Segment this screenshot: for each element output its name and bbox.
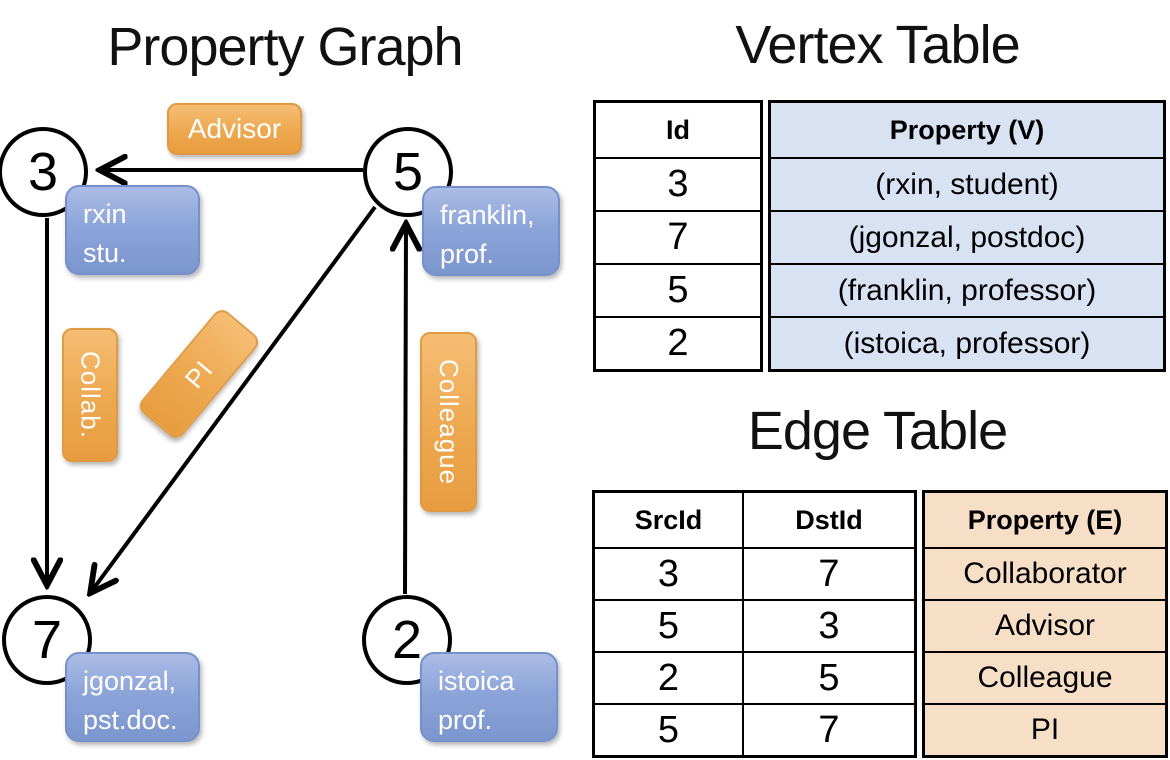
edge-table-property-header: Property (E)	[925, 493, 1165, 547]
edge-table-dstid-column: DstId 7 3 5 7	[744, 493, 914, 755]
vertex-property-line1: franklin,	[440, 200, 535, 230]
vertex-table-id-cell: 7	[596, 210, 760, 263]
vertex-table-id-cell: 5	[596, 263, 760, 316]
edge-pi-5-to-7	[91, 205, 377, 592]
vertex-node-5: 5	[363, 127, 453, 217]
vertex-table-id-cell: 3	[596, 157, 760, 210]
vertex-id-label: 2	[391, 610, 423, 670]
graph-edges	[0, 0, 585, 760]
property-graph-title: Property Graph	[107, 17, 463, 77]
edge-table-dstid-cell: 3	[744, 599, 914, 651]
edge-table-srcid-column: SrcId 3 5 2 5	[595, 493, 742, 755]
vertex-property-line2: stu.	[83, 238, 127, 269]
vertex-id-label: 3	[27, 142, 59, 202]
vertex-id-label: 5	[392, 142, 424, 202]
edge-label-text: PI	[178, 353, 219, 394]
edge-table-column-divider	[742, 493, 744, 755]
edge-table-property-cell: Advisor	[925, 599, 1165, 651]
vertex-property-line1: istoica	[438, 666, 515, 696]
vertex-table-id-cell: 2	[596, 316, 760, 369]
vertex-table-property-cell: (franklin, professor)	[771, 263, 1163, 316]
edge-label-text: Advisor	[187, 113, 282, 144]
edge-label-text: Collab.	[75, 351, 106, 439]
vertex-property-jgonzal: jgonzal, pst.doc.	[65, 652, 200, 742]
edge-table-property-column: Property (E) Collaborator Advisor Collea…	[922, 490, 1168, 758]
vertex-property-line1: jgonzal,	[83, 666, 177, 696]
edge-label-advisor: Advisor	[167, 103, 302, 155]
vertex-property-line2: prof.	[438, 705, 493, 736]
edge-table-dstid-cell: 7	[744, 703, 914, 755]
vertex-property-line1: rxin	[83, 199, 127, 229]
vertex-id-label: 7	[31, 610, 63, 670]
edge-table-dstid-cell: 7	[744, 547, 914, 599]
edge-colleague-2-to-5	[405, 225, 406, 595]
vertex-property-istoica: istoica prof.	[420, 652, 558, 742]
edge-table-srcid-cell: 3	[595, 547, 742, 599]
edge-table-srcid-cell: 5	[595, 703, 742, 755]
edge-table-dstid-header: DstId	[795, 504, 863, 535]
vertex-property-line2: pst.doc.	[83, 705, 178, 736]
edge-table-property-cell: Colleague	[925, 651, 1165, 703]
edge-table-srcid-header: SrcId	[634, 504, 703, 535]
edge-table-ids-columns: SrcId 3 5 2 5 DstId 7 3 5 7	[592, 490, 917, 758]
vertex-table-property-header: Property (V)	[771, 103, 1163, 157]
vertex-table-property-column: Property (V) (rxin, student) (jgonzal, p…	[768, 100, 1166, 372]
vertex-property-franklin: franklin, prof.	[422, 186, 560, 276]
edge-label-text: Colleague	[434, 358, 464, 486]
vertex-table-id-column: Id 3 7 5 2	[593, 100, 763, 372]
edge-table-property-cell: PI	[925, 703, 1165, 755]
vertex-table-id-header: Id	[666, 114, 690, 145]
vertex-property-rxin: rxin stu.	[65, 185, 200, 275]
vertex-table-property-cell: (jgonzal, postdoc)	[771, 210, 1163, 263]
vertex-node-3: 3	[0, 127, 88, 217]
vertex-property-line2: prof.	[440, 239, 495, 270]
edge-table-srcid-cell: 5	[595, 599, 742, 651]
vertex-table-property-cell: (rxin, student)	[771, 157, 1163, 210]
edge-table-property-cell: Collaborator	[925, 547, 1165, 599]
edge-table-srcid-cell: 2	[595, 651, 742, 703]
vertex-table-property-cell: (istoica, professor)	[771, 316, 1163, 369]
edge-table-title: Edge Table	[747, 401, 1008, 461]
edge-label-collab: Collab.	[62, 328, 118, 462]
edge-label-colleague: Colleague	[420, 332, 477, 512]
vertex-table-title: Vertex Table	[735, 15, 1020, 75]
edge-table-dstid-cell: 5	[744, 651, 914, 703]
